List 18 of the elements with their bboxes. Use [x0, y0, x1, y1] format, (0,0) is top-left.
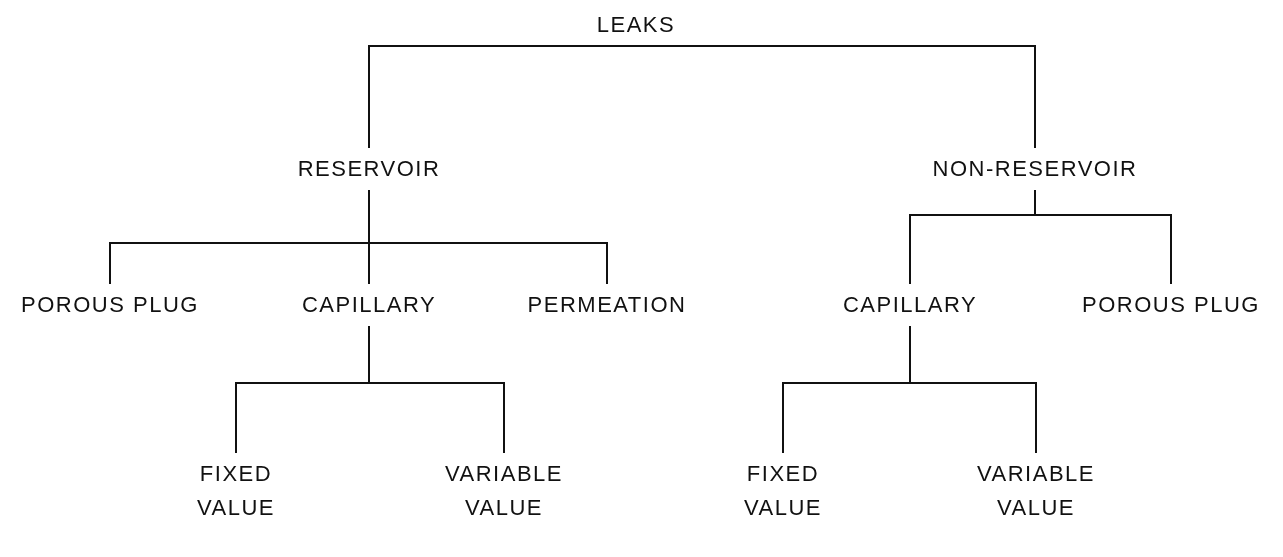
tree-connector — [635, 45, 1036, 149]
category-label: NON-RESERVOIR — [932, 155, 1138, 183]
category-label: FIXED VALUE — [744, 460, 822, 523]
category-label: PERMEATION — [527, 291, 687, 319]
tree-connector — [368, 45, 637, 149]
category-label: CAPILLARY — [301, 291, 437, 319]
tree-connector — [1034, 189, 1172, 285]
category-label: POROUS PLUG — [21, 291, 199, 319]
category-label: POROUS PLUG — [1082, 291, 1260, 319]
tree-connector — [368, 325, 505, 454]
category-label: VARIABLE VALUE — [977, 460, 1095, 523]
category-label: CAPILLARY — [842, 291, 978, 319]
category-label: VARIABLE VALUE — [445, 460, 563, 523]
category-label: LEAKS — [596, 11, 676, 39]
category-label: RESERVOIR — [297, 155, 441, 183]
tree-connector — [368, 189, 608, 285]
category-label: FIXED VALUE — [197, 460, 275, 523]
tree-connector — [909, 325, 1037, 454]
